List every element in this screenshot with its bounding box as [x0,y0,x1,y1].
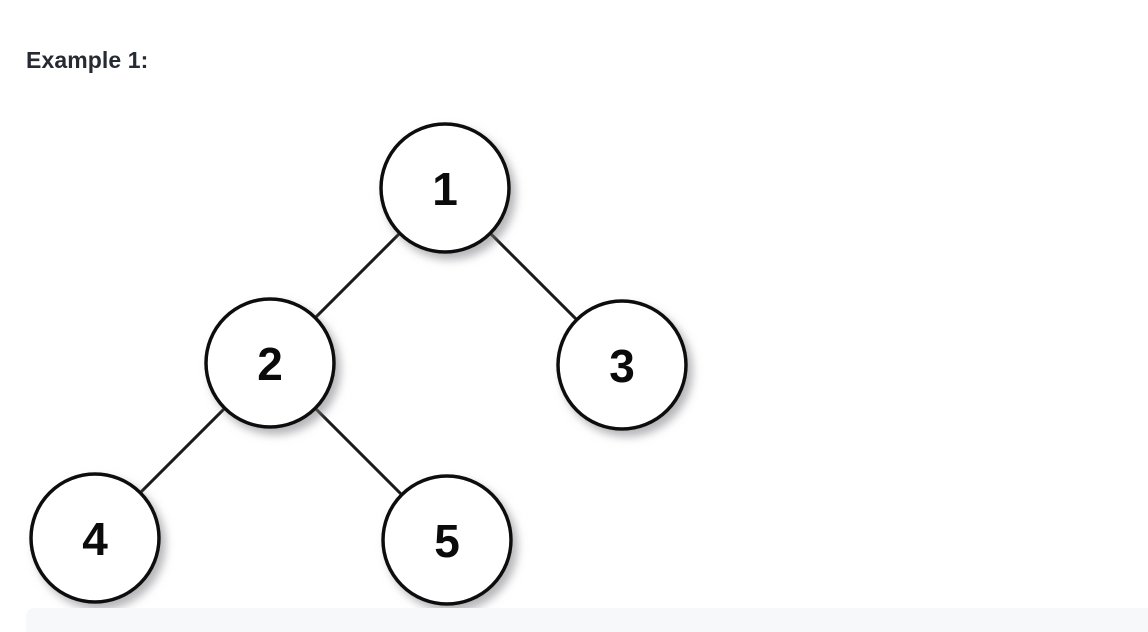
page-title: Example 1: [26,47,149,73]
tree-node-label-2: 2 [257,338,283,390]
tree-edge-layer [138,231,579,497]
tree-node-layer: 1 2 3 4 5 [29,122,688,606]
tree-edge-1-3 [488,231,579,322]
tree-node-label-3: 3 [609,340,635,392]
tree-node-2: 2 [204,297,336,429]
tree-node-3: 3 [556,299,688,431]
tree-node-circle-3 [556,299,688,431]
tree-node-circle-2 [204,297,336,429]
tree-node-label-1: 1 [432,163,458,215]
tree-node-5: 5 [381,474,513,606]
tree-node-circle-5 [381,474,513,606]
tree-node-label-5: 5 [434,515,460,567]
tree-edge-1-2 [313,231,402,320]
tree-edge-2-5 [313,406,404,497]
tree-node-4: 4 [29,472,161,604]
tree-node-circle-4 [29,472,161,604]
tree-node-label-4: 4 [82,513,108,565]
bottom-panel [26,608,1148,632]
tree-node-1: 1 [379,122,511,254]
tree-edge-2-4 [138,406,227,495]
tree-node-circle-1 [379,122,511,254]
